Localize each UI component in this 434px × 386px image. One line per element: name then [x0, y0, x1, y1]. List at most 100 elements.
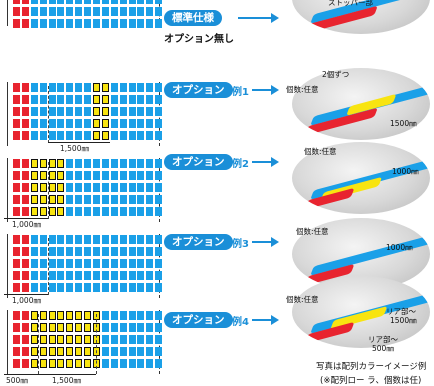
arrow-icon: [271, 237, 279, 247]
roller-cell: [119, 347, 127, 356]
layout-edge: [7, 310, 8, 374]
roller-cell: [30, 323, 38, 332]
roller-cell: [13, 247, 20, 256]
dimension-mark: [48, 162, 49, 219]
dimension-line: [4, 218, 48, 219]
roller-cell: [128, 235, 136, 244]
roller-cell: [57, 83, 65, 92]
roller-cell: [155, 207, 163, 216]
roller-cell: [101, 107, 109, 116]
roller-cell: [48, 107, 56, 116]
roller-cell: [66, 283, 74, 292]
roller-cell: [101, 323, 109, 332]
roller-grid: [13, 83, 163, 140]
roller-cell: [110, 271, 118, 280]
roller-cell: [21, 119, 29, 128]
dimension-mark: [48, 86, 49, 143]
roller-cell: [128, 131, 136, 140]
roller-cell: [84, 7, 92, 16]
roller-cell: [137, 95, 145, 104]
arrow-line: [252, 161, 272, 163]
roller-cell: [101, 171, 109, 180]
roller-cell: [30, 247, 38, 256]
roller-cell: [75, 323, 83, 332]
roller-cell: [93, 171, 101, 180]
roller-cell: [57, 171, 65, 180]
option-badge: オプション: [164, 82, 233, 98]
roller-cell: [30, 347, 38, 356]
roller-cell: [21, 131, 29, 140]
roller-cell: [146, 183, 154, 192]
roller-grid: [13, 311, 163, 368]
roller-cell: [13, 7, 20, 16]
roller-cell: [84, 183, 92, 192]
roller-cell: [155, 311, 163, 320]
roller-cell: [128, 259, 136, 268]
roller-cell: [93, 107, 101, 116]
roller-cell: [146, 107, 154, 116]
roller-cell: [84, 235, 92, 244]
roller-cell: [66, 95, 74, 104]
roller-cell: [101, 271, 109, 280]
roller-cell: [128, 159, 136, 168]
roller-cell: [146, 311, 154, 320]
layout-edge: [7, 82, 8, 146]
roller-cell: [30, 95, 38, 104]
roller-cell: [57, 195, 65, 204]
roller-cell: [13, 131, 20, 140]
photo-caption-line2: (※配列ロー ラ、個数は任): [320, 376, 422, 386]
roller-cell: [30, 119, 38, 128]
roller-cell: [119, 235, 127, 244]
roller-cell: [128, 19, 136, 28]
roller-cell: [13, 195, 20, 204]
roller-cell: [75, 259, 83, 268]
roller-cell: [13, 335, 20, 344]
roller-cell: [84, 335, 92, 344]
roller-cell: [119, 83, 127, 92]
roller-cell: [119, 283, 127, 292]
roller-cell: [101, 183, 109, 192]
conveyor-photo: [292, 68, 430, 140]
roller-cell: [119, 95, 127, 104]
roller-grid: [13, 235, 163, 292]
roller-cell: [39, 83, 47, 92]
roller-cell: [110, 259, 118, 268]
roller-cell: [21, 259, 29, 268]
roller-cell: [13, 171, 20, 180]
roller-cell: [75, 283, 83, 292]
roller-cell: [128, 83, 136, 92]
roller-cell: [75, 19, 83, 28]
roller-cell: [39, 195, 47, 204]
roller-cell: [84, 195, 92, 204]
dimension-label: 1,000㎜: [12, 220, 41, 229]
roller-cell: [155, 259, 163, 268]
roller-cell: [119, 323, 127, 332]
roller-cell: [110, 247, 118, 256]
roller-cell: [39, 259, 47, 268]
roller-cell: [155, 131, 163, 140]
roller-cell: [137, 335, 145, 344]
roller-cell: [66, 359, 74, 368]
roller-cell: [110, 311, 118, 320]
roller-cell: [75, 235, 83, 244]
arrow-line: [252, 319, 272, 321]
roller-cell: [146, 335, 154, 344]
dimension-label: 1,500㎜: [60, 144, 89, 153]
roller-cell: [119, 131, 127, 140]
roller-cell: [128, 107, 136, 116]
photo-stopper-label: ストッパー部: [328, 0, 373, 7]
roller-cell: [75, 171, 83, 180]
roller-cell: [57, 235, 65, 244]
roller-cell: [146, 19, 154, 28]
roller-cell: [21, 311, 29, 320]
roller-cell: [57, 347, 65, 356]
standard-spec-badge: 標準仕様: [164, 10, 222, 26]
roller-cell: [146, 171, 154, 180]
roller-cell: [84, 259, 92, 268]
option-badge: オプション: [164, 312, 233, 328]
roller-cell: [155, 107, 163, 116]
roller-grid: [13, 159, 163, 216]
roller-cell: [119, 183, 127, 192]
roller-cell: [48, 271, 56, 280]
roller-cell: [48, 95, 56, 104]
